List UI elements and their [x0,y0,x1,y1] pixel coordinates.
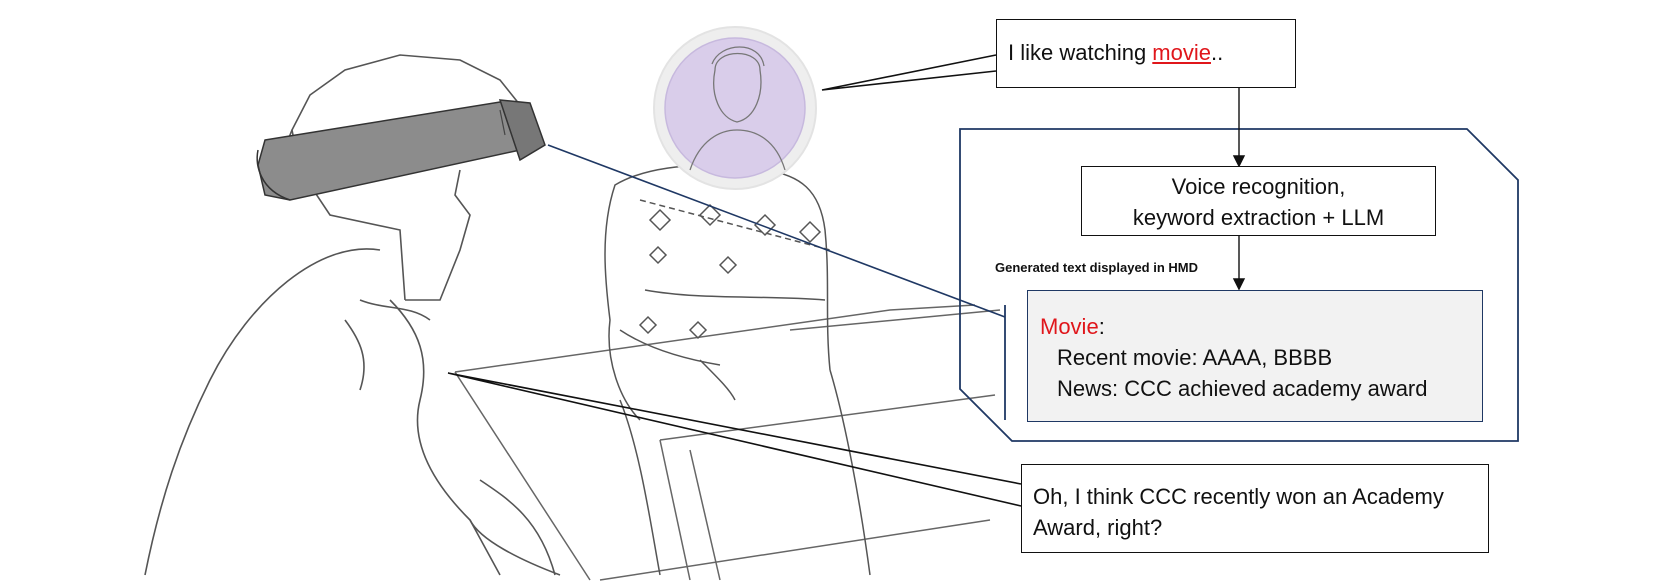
person-front-drawing [604,165,871,576]
speech-tails [447,54,1022,507]
avatar-circle [653,26,817,190]
system-frame [959,128,1519,442]
speech-top-keyword: movie [1152,40,1211,65]
process-line2: keyword extraction + LLM [1132,205,1385,230]
speech-bottom-line2: Award, right? [1033,515,1163,540]
hmd-display-line1: Recent movie: AAAA, BBBB [1057,345,1333,370]
speech-bottom-line1: Oh, I think CCC recently won an Academy [1033,484,1444,509]
flow-arrows [1232,88,1246,291]
speech-bottom-tail [447,372,1022,507]
process-box: Voice recognition, keyword extraction + … [1081,166,1436,236]
hmd-display-heading: Movie: [1040,311,1482,342]
process-line1: Voice recognition, [1171,174,1346,199]
hmd-display-box: Movie: Recent movie: AAAA, BBBB News: CC… [1027,290,1483,422]
hmd-caption: Generated text displayed in HMD [995,260,1198,275]
speech-top-prefix: I like watching [1008,40,1153,65]
person-back-drawing [144,54,561,576]
hmd-link-line [547,144,1006,318]
speech-bubble-top: I like watching movie.. [996,19,1296,88]
speech-bubble-bottom: Oh, I think CCC recently won an Academy … [1021,464,1489,553]
speech-top-tail [821,54,997,91]
hmd-display-colon: : [1098,314,1105,339]
table-lines [454,304,1001,581]
arrow-head-2 [1232,278,1246,291]
hmd-headset [256,99,546,201]
hmd-display-line2: News: CCC achieved academy award [1057,376,1428,401]
hmd-display-keyword: Movie [1040,314,1099,339]
speech-top-suffix: .. [1210,40,1224,65]
arrow-head-1 [1232,155,1246,168]
